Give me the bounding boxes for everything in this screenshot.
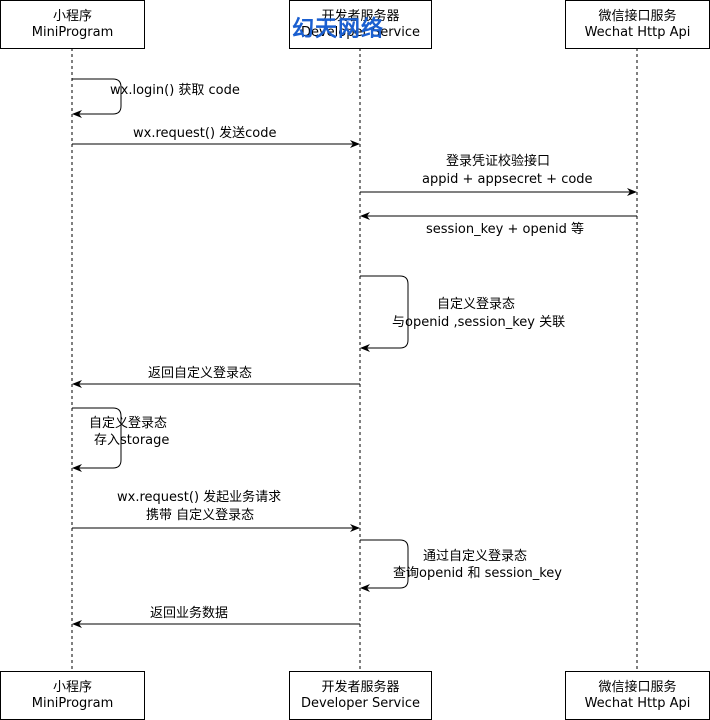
label-custom-state: 自定义登录态 bbox=[437, 297, 516, 312]
label-return-data: 返回业务数据 bbox=[150, 606, 229, 621]
watermark-logo: 幻天网络 bbox=[292, 17, 385, 42]
participant-mini-cn: 小程序 bbox=[52, 8, 92, 24]
participant-wx-en: Wechat Http Api bbox=[584, 24, 691, 40]
participant-mini-bottom: 小程序 MiniProgram bbox=[0, 671, 145, 720]
self-loop-storage bbox=[72, 407, 122, 472]
participant-wx-top: 微信接口服务 Wechat Http Api bbox=[565, 0, 710, 49]
label-return-state: 返回自定义登录态 bbox=[148, 366, 253, 381]
label-custom-state-link: 与openid ,session_key 关联 bbox=[392, 315, 566, 330]
participant-wx-cn: 微信接口服务 bbox=[598, 679, 677, 695]
label-query-title: 通过自定义登录态 bbox=[423, 549, 528, 564]
participant-wx-en: Wechat Http Api bbox=[584, 695, 691, 711]
label-session-key: session_key + openid 等 bbox=[426, 222, 584, 237]
participant-wx-cn: 微信接口服务 bbox=[598, 8, 677, 24]
participant-dev-cn: 开发者服务器 bbox=[321, 8, 400, 24]
label-send-code: wx.request() 发送code bbox=[133, 126, 277, 141]
label-business-request: wx.request() 发起业务请求 bbox=[117, 490, 282, 505]
participant-dev-top: 开发者服务器 Developer Service bbox=[289, 0, 432, 49]
label-login: wx.login() 获取 code bbox=[110, 83, 240, 98]
participant-dev-en: Developer Service bbox=[300, 695, 421, 711]
participant-wx-bottom: 微信接口服务 Wechat Http Api bbox=[565, 671, 710, 720]
participant-mini-en: MiniProgram bbox=[31, 24, 114, 40]
participant-mini-top: 小程序 MiniProgram bbox=[0, 0, 145, 49]
self-loop-custom-state bbox=[360, 275, 409, 352]
participant-mini-cn: 小程序 bbox=[52, 679, 92, 695]
participant-dev-bottom: 开发者服务器 Developer Service bbox=[289, 671, 432, 720]
self-loop-login bbox=[72, 78, 122, 118]
participant-dev-en: Developer Service bbox=[300, 24, 421, 40]
self-loop-query bbox=[360, 539, 409, 592]
participant-mini-en: MiniProgram bbox=[31, 695, 114, 711]
label-query: 查询openid 和 session_key bbox=[393, 566, 562, 581]
label-carry-state: 携带 自定义登录态 bbox=[146, 508, 255, 523]
label-storage-title: 自定义登录态 bbox=[89, 416, 168, 431]
label-verify-title: 登录凭证校验接口 bbox=[446, 154, 551, 169]
label-verify-params: appid + appsecret + code bbox=[422, 172, 593, 187]
label-storage: 存入storage bbox=[94, 433, 170, 448]
participant-dev-cn: 开发者服务器 bbox=[321, 679, 400, 695]
